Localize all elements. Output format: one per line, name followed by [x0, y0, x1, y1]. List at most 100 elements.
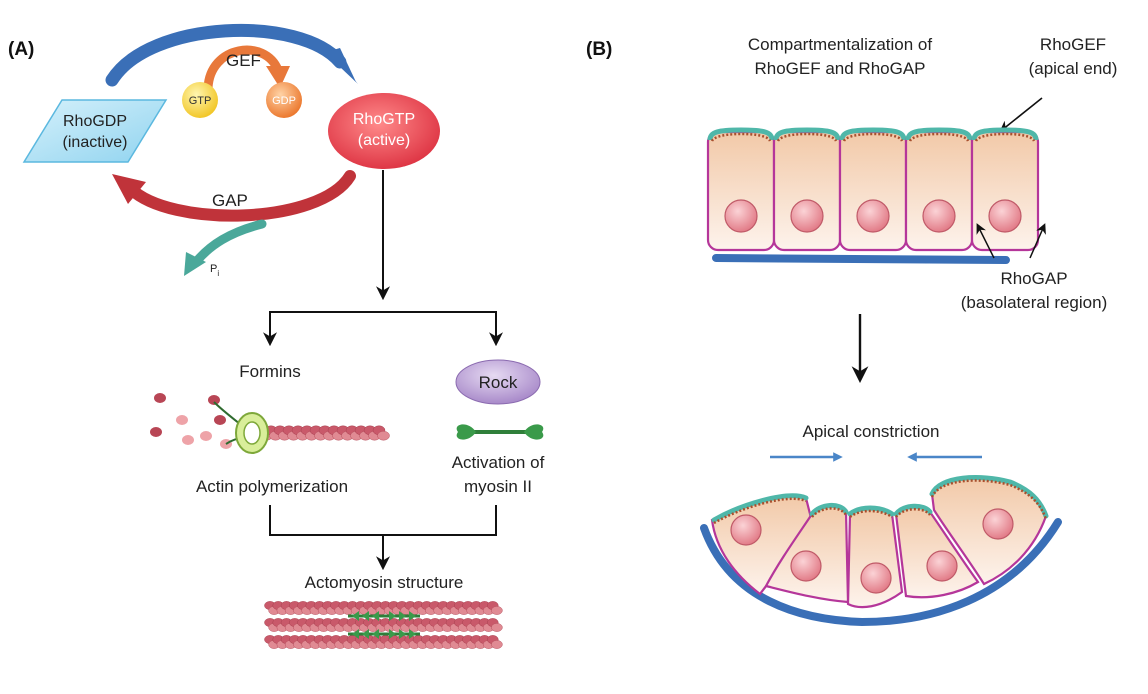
- nucleus: [856, 199, 890, 233]
- epithelial-cell: [970, 127, 1040, 252]
- compartment-label-line2: RhoGEF and RhoGAP: [754, 59, 925, 78]
- pathway-connectors: [263, 170, 503, 571]
- myosin-head: [372, 611, 379, 621]
- rhogef-apical: [930, 479, 1048, 520]
- gtp-label: GTP: [189, 95, 212, 107]
- gef-arrow: [203, 45, 290, 93]
- actin-monomer: [214, 415, 226, 425]
- actin-monomer: [154, 393, 166, 403]
- rhogef-label-line1: RhoGEF: [1040, 35, 1106, 54]
- rhogap-label-line2: (basolateral region): [961, 293, 1107, 312]
- epithelial-cell: [772, 127, 842, 252]
- nucleus: [790, 550, 822, 582]
- rock-kinase: Rock: [455, 359, 541, 405]
- actin-filament: [255, 425, 390, 441]
- actin-monomer: [150, 427, 162, 437]
- rhogef-apical: [849, 509, 893, 519]
- blue-activation-arrow: [105, 24, 358, 87]
- myosin-head: [362, 629, 369, 639]
- myosin-head: [409, 629, 416, 639]
- gap-arrow: [112, 170, 356, 222]
- formin-ring-inner: [243, 421, 261, 445]
- activation-label-line1: Activation of: [452, 453, 545, 472]
- flat-epithelium: [706, 127, 1040, 264]
- panel-a-label: (A): [8, 39, 34, 60]
- epithelial-cell: [838, 127, 908, 252]
- actin-monomer: [200, 431, 212, 441]
- panel-b-label: (B): [586, 39, 612, 60]
- myosin-head: [399, 629, 406, 639]
- apical-membrane: [905, 127, 973, 141]
- gdp-ball: GDP: [266, 82, 302, 118]
- compartment-label-line1: Compartmentalization of: [748, 35, 933, 54]
- basement-membrane-flat: [712, 254, 1010, 264]
- nucleus: [730, 514, 762, 546]
- formins-label: Formins: [239, 362, 300, 381]
- myosin-head: [352, 611, 359, 621]
- nucleus: [926, 550, 958, 582]
- myosin-head: [352, 629, 359, 639]
- pi-release-arrow: [184, 219, 267, 276]
- actin-bead: [377, 430, 390, 441]
- rhogtp-active: RhoGTP (active): [328, 93, 440, 169]
- nucleus: [724, 199, 758, 233]
- myosin-head: [372, 629, 379, 639]
- myosin-head: [389, 629, 396, 639]
- actomyosin-label: Actomyosin structure: [305, 573, 464, 592]
- gef-label: GEF: [226, 51, 261, 70]
- nucleus: [982, 508, 1014, 540]
- rhogdp-label-line2: (inactive): [63, 134, 128, 151]
- apical-constriction-label: Apical constriction: [802, 422, 939, 441]
- formin-actin-illustration: [150, 393, 390, 454]
- pi-symbol: P: [210, 263, 217, 275]
- nucleus: [790, 199, 824, 233]
- epithelial-cell: [904, 127, 974, 252]
- actin-filament: [264, 601, 503, 615]
- apical-membrane: [847, 505, 895, 517]
- rhogap-label-line1: RhoGAP: [1000, 269, 1067, 288]
- rhogdp-label-line1: RhoGDP: [63, 113, 127, 130]
- epithelial-cell: [706, 127, 776, 252]
- apical-membrane: [707, 127, 775, 141]
- actin-polymerization-label: Actin polymerization: [196, 477, 348, 496]
- actin-filament: [264, 635, 503, 649]
- myosin-head: [362, 611, 369, 621]
- actin-bead: [491, 606, 503, 615]
- gdp-label: GDP: [272, 95, 296, 107]
- curved-epithelium: [700, 475, 1062, 627]
- actin-monomer: [182, 435, 194, 445]
- constricted-cell: [710, 493, 814, 596]
- activation-label-line2: myosin II: [464, 477, 532, 496]
- myosin-head: [399, 611, 406, 621]
- actin-bead: [491, 623, 503, 632]
- rhogap-pointer-left: [976, 223, 995, 259]
- apical-membrane: [711, 493, 809, 523]
- constricted-cell: [846, 505, 904, 609]
- rhogtp-label-line1: RhoGTP: [353, 111, 415, 128]
- actin-filament: [264, 618, 503, 632]
- constricted-cell: [764, 503, 850, 604]
- myosin-head: [389, 611, 396, 621]
- nucleus: [988, 199, 1022, 233]
- myosin-head: [409, 611, 416, 621]
- pi-label: Pi: [210, 263, 219, 278]
- myosin-ii-icon: [456, 424, 544, 440]
- apical-membrane: [839, 127, 907, 141]
- rhogef-apical: [811, 507, 848, 518]
- actomyosin-structure: [264, 601, 503, 649]
- apical-membrane: [809, 503, 849, 517]
- gtp-ball: GTP: [182, 82, 218, 118]
- gap-label: GAP: [212, 191, 248, 210]
- nucleus: [922, 199, 956, 233]
- rhogtp-label-line2: (active): [358, 132, 410, 149]
- apical-membrane: [929, 475, 1049, 519]
- nucleus: [860, 562, 892, 594]
- rhogef-pointer: [999, 97, 1043, 133]
- apical-membrane: [893, 503, 933, 517]
- rhogap-pointer-right: [1029, 223, 1046, 259]
- actin-monomer: [176, 415, 188, 425]
- rhogef-label-line2: (apical end): [1029, 59, 1118, 78]
- constricted-cell: [893, 503, 980, 599]
- basement-membrane-curved: [700, 518, 1062, 627]
